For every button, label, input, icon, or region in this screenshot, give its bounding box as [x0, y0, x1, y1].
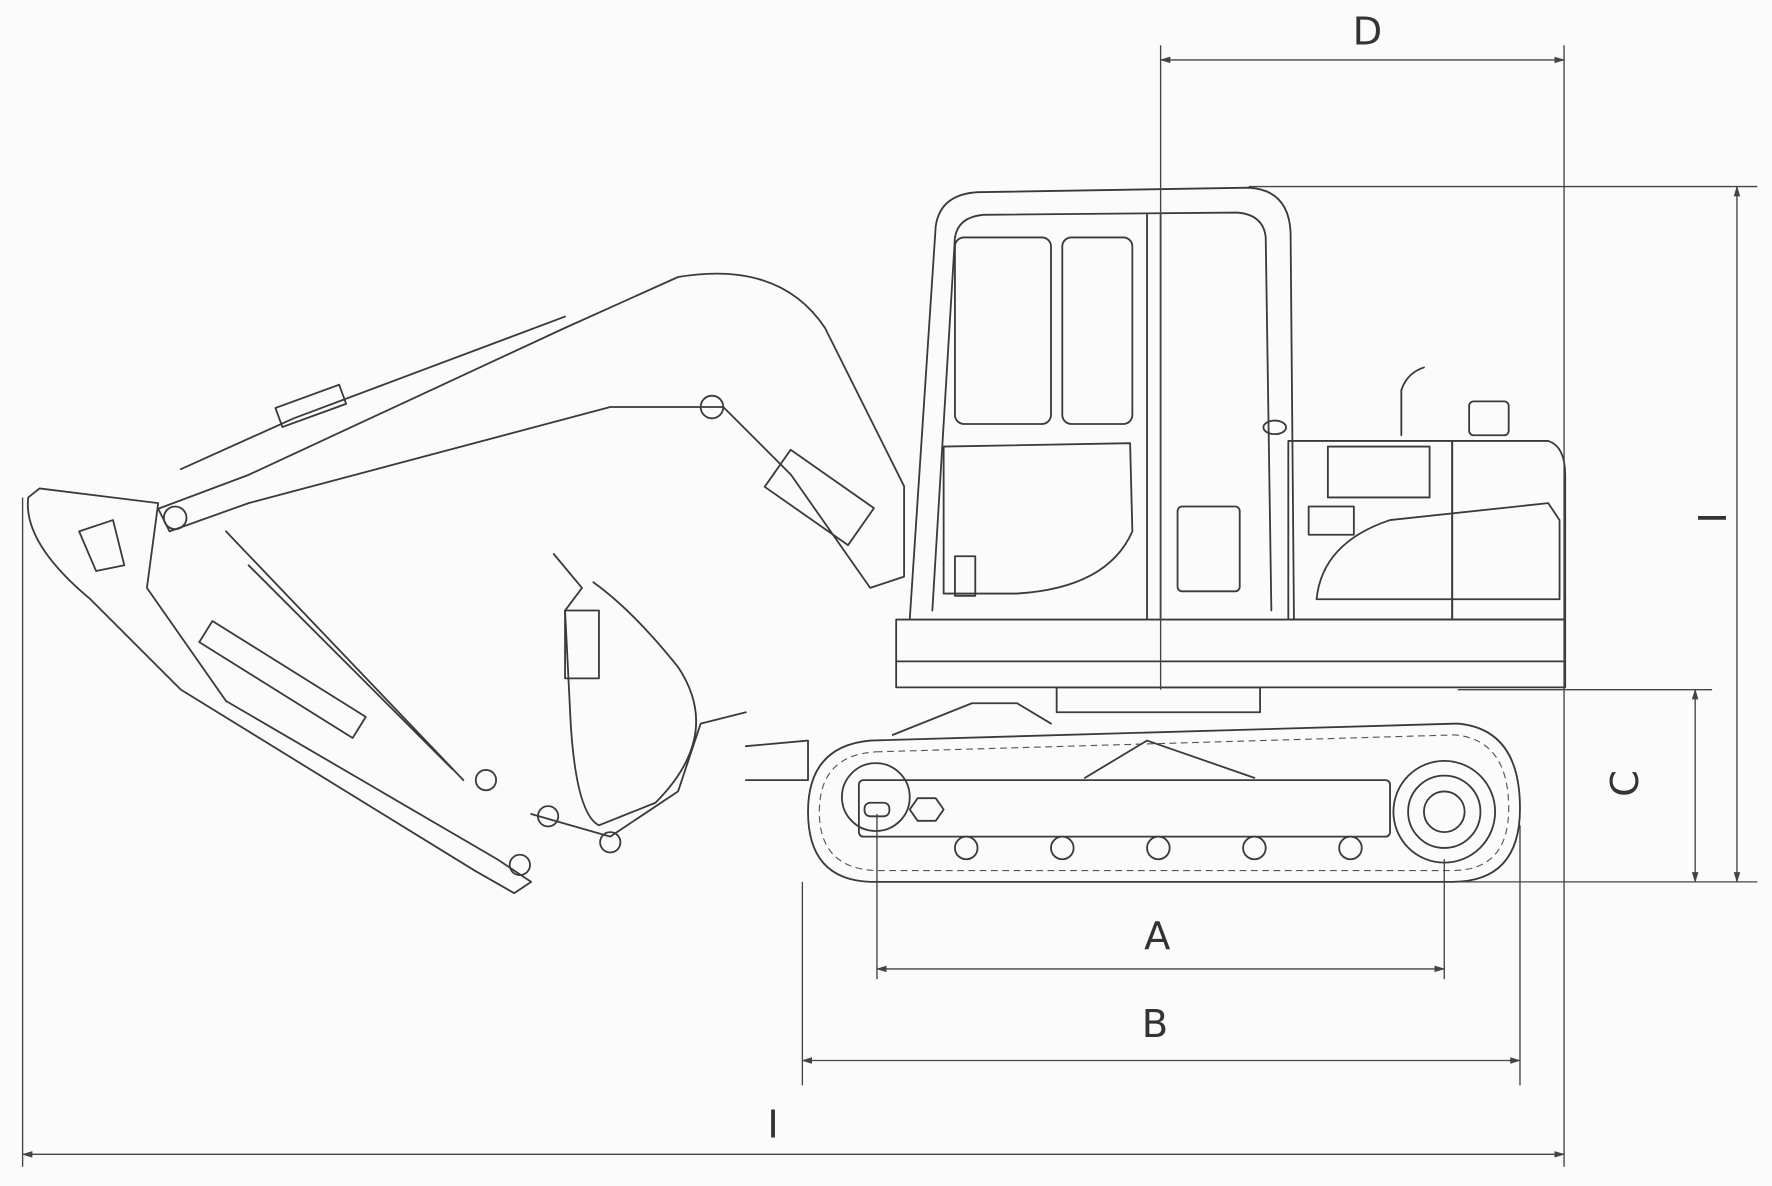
dimension-label-length: I — [767, 1103, 778, 1148]
dimension-b: B — [801, 825, 1522, 1086]
dimension-c: C — [1457, 688, 1713, 883]
dimension-label-height: I — [1691, 512, 1736, 523]
dimension-label-a: A — [1144, 914, 1170, 959]
upper-structure — [895, 366, 1567, 714]
bucket — [530, 553, 809, 854]
dimension-label-d: D — [1353, 9, 1383, 54]
crawler-track — [807, 702, 1521, 883]
dimension-length: I — [21, 497, 1566, 1167]
boom — [157, 272, 905, 589]
excavator-drawing — [26, 186, 1567, 895]
dimension-a: A — [875, 814, 1446, 980]
dimension-label-c: C — [1603, 770, 1648, 797]
dimension-label-b: B — [1142, 1002, 1168, 1047]
operator-cab — [908, 186, 1295, 621]
dimension-d: D — [1159, 9, 1566, 1167]
arm-stick — [26, 487, 533, 895]
dimension-height: I — [1248, 185, 1758, 883]
